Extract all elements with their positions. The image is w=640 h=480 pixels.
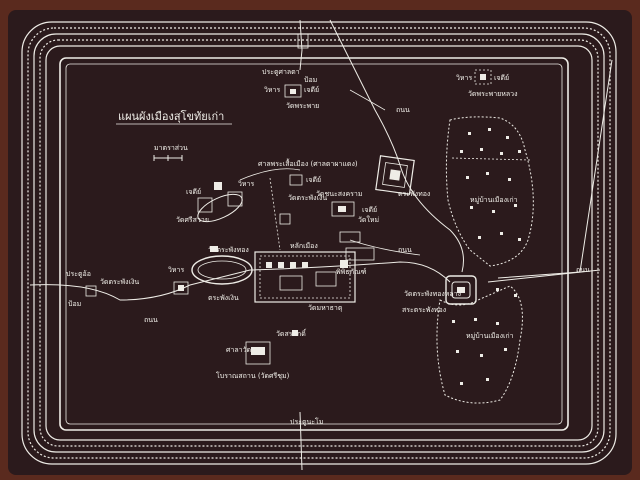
blackboard xyxy=(8,10,632,475)
label-wat-new: วัดใหม่ xyxy=(358,215,379,224)
label-chedi-w: เจดีย์ xyxy=(186,188,201,196)
scale-label: มาตราส่วน xyxy=(154,144,188,152)
wat-north xyxy=(284,33,309,98)
north-gate-fort xyxy=(297,33,309,49)
label-wat-ne: วัดพระพายหลวง xyxy=(468,90,518,98)
label-road-n: ถนน xyxy=(396,106,410,114)
label-south-gate: ประตูนะโม xyxy=(290,417,323,426)
label-fort-w: ป้อม xyxy=(68,300,81,308)
pond-oval xyxy=(191,246,253,285)
wat-south xyxy=(245,330,298,365)
village-dots xyxy=(452,128,521,385)
village-ne xyxy=(445,116,534,267)
label-village-ne: หมู่บ้านเมืองเก่า xyxy=(470,196,518,204)
label-wat-mahathat: วัดมหาธาตุ xyxy=(308,304,343,312)
label-wat-n: วัดพระพาย xyxy=(286,102,319,110)
label-wat-sorasak: วัดสรศักดิ์ xyxy=(276,328,307,338)
label-road-mid: ถนน xyxy=(398,246,412,254)
wat-north-east xyxy=(474,69,492,85)
label-hall: ศาลาวัด xyxy=(226,346,251,354)
label-chedi-w2: เจดีย์ xyxy=(306,176,321,184)
city-walls xyxy=(21,21,617,465)
label-east-pond: สระตระพังทอง xyxy=(402,306,446,314)
label-chedi-n: เจดีย์ xyxy=(304,86,319,94)
label-wat-center: วัดตระพังเงิน xyxy=(288,194,327,202)
label-vihara-wg: วิหาร xyxy=(168,266,185,274)
label-wat-tower: วัดตระพังทอง xyxy=(208,246,249,254)
label-chedi-mid: เจดีย์ xyxy=(362,206,377,214)
label-kiln: โบราณสถาน (วัดศรีชุม) xyxy=(216,371,290,380)
wat-west-gate xyxy=(85,281,189,297)
label-lak-mueang: หลักเมือง xyxy=(290,242,318,250)
map-title: แผนผังเมืองสุโขทัยเก่า xyxy=(118,109,224,123)
label-vihara-ne: วิหาร xyxy=(456,74,473,82)
label-chedi-ne: เจดีย์ xyxy=(494,74,509,82)
label-shrine: ศาลพระเสื้อเมือง (ศาลตาผาแดง) xyxy=(258,157,358,168)
label-pond-west: ตระพังเงิน xyxy=(208,294,239,302)
wat-moated-square xyxy=(375,155,415,195)
wat-east-moated xyxy=(445,275,477,305)
wat-mahathat-complex xyxy=(254,231,375,303)
label-road-w: ถนน xyxy=(144,316,158,324)
label-wat-mid: วัดชนะสงคราม xyxy=(316,190,362,198)
label-west-gate: ประตูอ้อ xyxy=(66,270,91,278)
label-kalong-pond: ตระพังทอง xyxy=(398,190,430,198)
label-north-gate: ประตูศาลตา xyxy=(262,68,300,76)
label-wat-mahathat-w: พิพิธภัณฑ์ xyxy=(336,268,367,276)
label-wat-w: วัดศรีสวาย xyxy=(176,216,209,224)
label-east-wat: วัดตระพังทองหลาง xyxy=(404,290,461,298)
label-road-s: ถนน xyxy=(576,266,590,274)
label-wat-west-gate: วัดตระพังเงิน xyxy=(100,278,139,286)
wat-west-ovals xyxy=(197,174,355,225)
label-vihara-w: วิหาร xyxy=(238,180,255,188)
label-fort-north: ป้อม xyxy=(304,76,317,84)
scale-bar xyxy=(153,155,183,161)
label-vihara-n: วิหาร xyxy=(264,86,281,94)
label-village-se: หมู่บ้านเมืองเก่า xyxy=(466,332,514,340)
